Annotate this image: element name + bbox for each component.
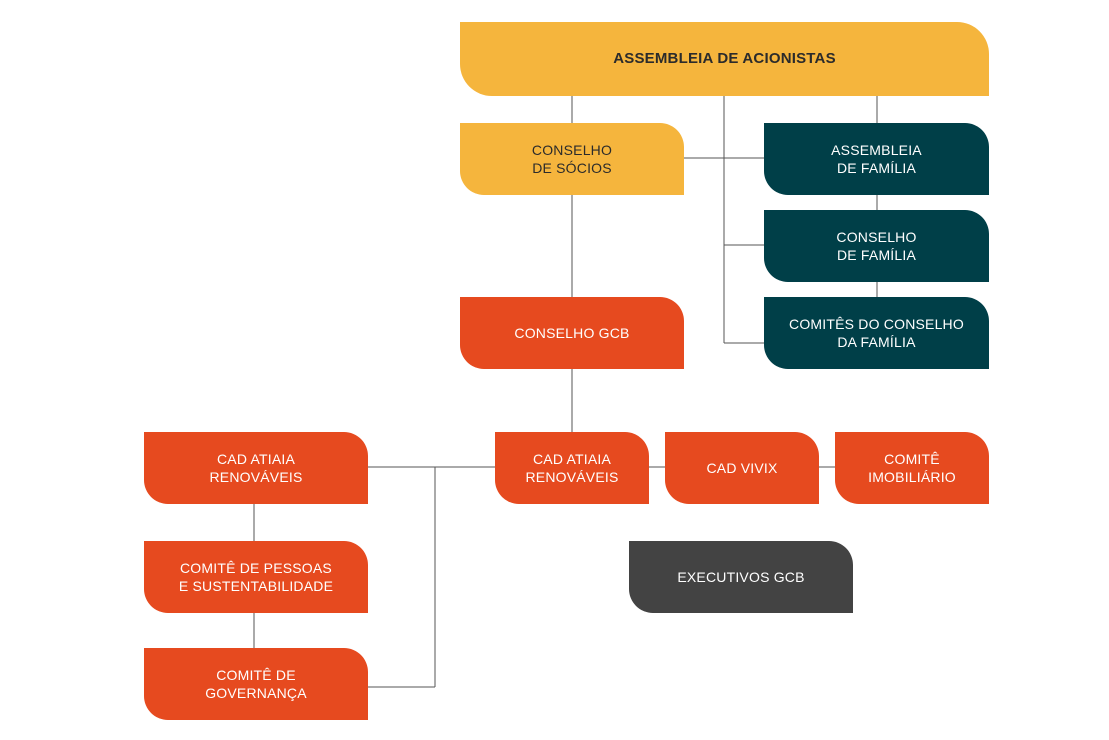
- box-conselho-gcb: CONSELHO GCB: [460, 297, 684, 369]
- box-label: CAD VIVIX: [706, 460, 778, 476]
- box-cad-vivix: CAD VIVIX: [665, 432, 819, 504]
- box-label: ASSEMBLEIA DE ACIONISTAS: [613, 50, 836, 67]
- box-label: EXECUTIVOS GCB: [677, 569, 805, 585]
- box-label: CONSELHO GCB: [514, 325, 630, 341]
- box-executivos-gcb: EXECUTIVOS GCB: [629, 541, 853, 613]
- box-assembleia-acionistas: ASSEMBLEIA DE ACIONISTAS: [460, 22, 989, 96]
